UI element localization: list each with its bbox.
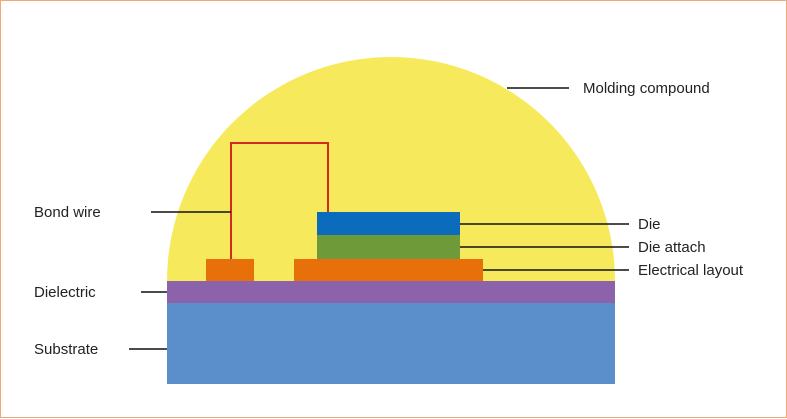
bond-pad [206,259,254,281]
bond-wire [230,142,329,259]
label-molding-compound: Molding compound [583,80,710,97]
substrate-layer [167,303,615,384]
leader-lines [129,87,629,350]
label-substrate: Substrate [34,341,98,358]
label-bond-wire: Bond wire [34,204,101,221]
die-block [317,212,460,235]
die-attach-layer [317,235,460,259]
molding-compound-dome [167,57,615,281]
label-die: Die [638,216,661,233]
electrical-layout-trace [294,259,483,281]
label-dielectric: Dielectric [34,284,96,301]
label-die-attach: Die attach [638,239,706,256]
dielectric-layer [167,281,615,303]
label-electrical-layout: Electrical layout [638,262,744,279]
